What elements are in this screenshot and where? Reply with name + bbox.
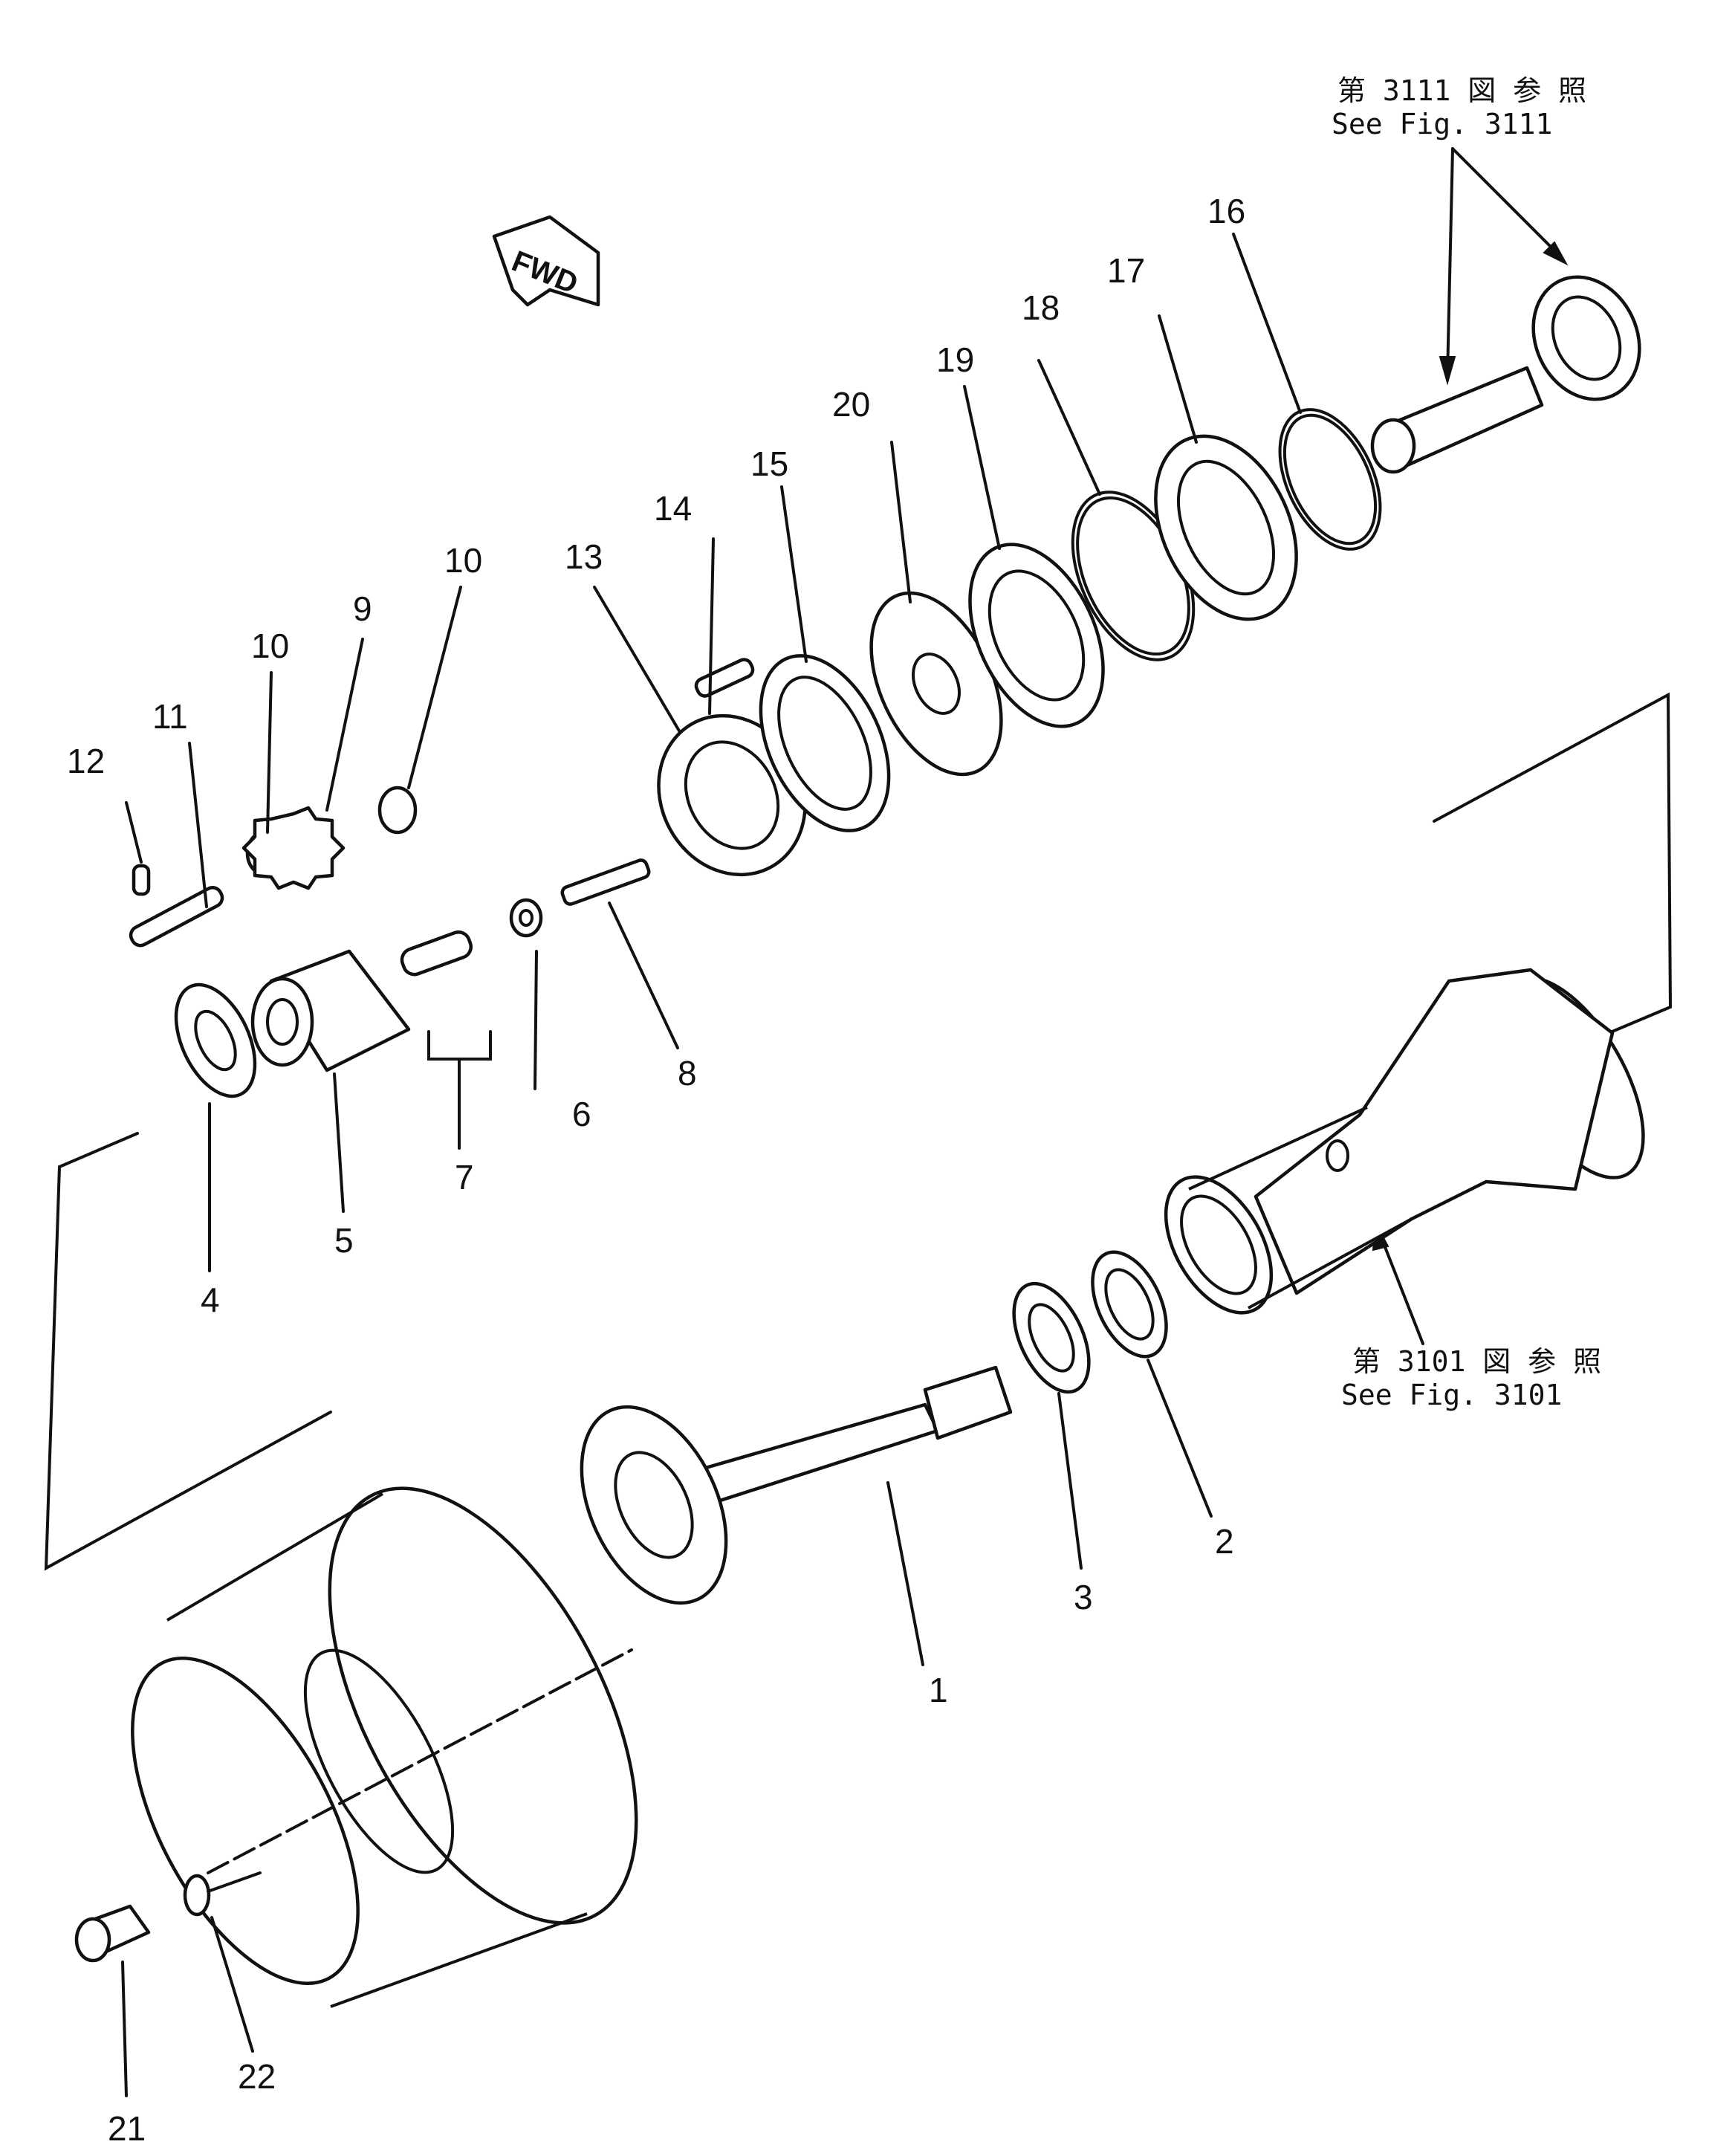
part-label-16: 16	[1207, 192, 1245, 230]
reference-3101-en: See Fig. 3101	[1341, 1379, 1562, 1411]
part-number-labels: 1 2 3 4 5 6 7 8 9 10 10 11 12 13 14 15 1…	[67, 192, 1245, 2148]
reference-3111-en: See Fig. 3111	[1332, 108, 1552, 140]
fwd-arrow-icon: FWD	[492, 215, 600, 307]
part-label-13: 13	[565, 537, 603, 576]
part-label-8: 8	[678, 1054, 697, 1092]
part-label-22: 22	[238, 2057, 276, 2096]
part-label-12: 12	[67, 742, 105, 780]
frame-lines	[44, 692, 1673, 1571]
axle-housing	[1164, 968, 1645, 1315]
reference-3101-jp: 第 3101 図 参 照	[1352, 1345, 1601, 1378]
part-label-7: 7	[455, 1158, 474, 1197]
reference-3101: 第 3101 図 参 照 See Fig. 3101	[1341, 1220, 1601, 1411]
part-label-21: 21	[108, 2109, 146, 2148]
wheel-rim	[131, 1486, 638, 2008]
reference-3111-jp: 第 3111 図 参 照	[1337, 74, 1586, 107]
leader-lines	[121, 233, 1302, 2097]
part-label-3: 3	[1074, 1578, 1093, 1616]
reference-3111: 第 3111 図 参 照 See Fig. 3111	[1332, 74, 1586, 386]
shaft-part-1	[580, 1365, 1013, 1605]
part-label-10a: 10	[251, 627, 289, 665]
part-label-1: 1	[929, 1671, 948, 1709]
upper-row-parts	[129, 275, 1641, 1098]
part-label-18: 18	[1022, 288, 1060, 327]
bolt-21-washer-22	[74, 1871, 262, 1963]
part-label-19: 19	[936, 340, 974, 379]
part-label-11: 11	[152, 697, 188, 736]
part-label-15: 15	[750, 444, 788, 483]
part-label-4: 4	[201, 1281, 220, 1319]
bearings-2-3	[1012, 1250, 1168, 1394]
part-label-5: 5	[334, 1221, 354, 1260]
part-label-14: 14	[654, 489, 692, 528]
part-label-6: 6	[572, 1095, 591, 1133]
part-label-20: 20	[832, 385, 870, 424]
part-label-17: 17	[1107, 251, 1145, 290]
part-label-10b: 10	[444, 541, 482, 580]
part-label-2: 2	[1215, 1522, 1234, 1561]
part-label-9: 9	[353, 589, 372, 628]
